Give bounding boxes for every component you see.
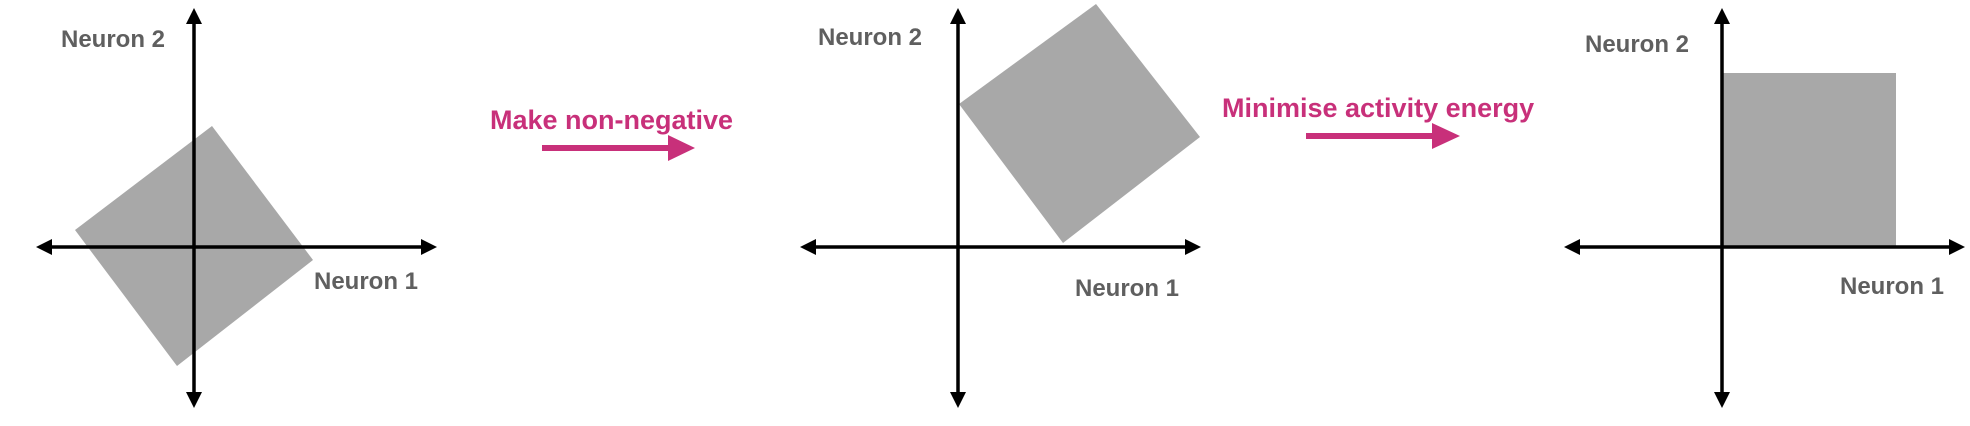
transition-label: Make non-negative	[490, 105, 733, 135]
neuron-2-axis-arrow-down-icon	[186, 392, 202, 408]
neuron-2-axis-label: Neuron 2	[818, 24, 922, 51]
neuron-2-axis-arrow-down-icon	[1714, 392, 1730, 408]
neuron-1-axis-arrow-right-icon	[1185, 239, 1201, 255]
transition-arrow-icon	[668, 135, 695, 161]
neuron-1-axis-arrow-left-icon	[800, 239, 816, 255]
transition-arrow-icon	[1432, 123, 1460, 149]
transition-label: Minimise activity energy	[1222, 93, 1534, 123]
transition-make-non-negative: Make non-negative	[490, 105, 733, 161]
panel-minimised-energy: Neuron 2 Neuron 1	[1564, 8, 1965, 408]
neuron-2-axis-arrow-up-icon	[186, 8, 202, 24]
panel-original: Neuron 2 Neuron 1	[36, 8, 437, 408]
neuron-2-axis-arrow-down-icon	[950, 392, 966, 408]
neuron-1-axis-label: Neuron 1	[1840, 273, 1944, 300]
neuron-2-axis-arrow-up-icon	[1714, 8, 1730, 24]
neuron-1-axis-label: Neuron 1	[314, 268, 418, 295]
neuron-1-axis-arrow-left-icon	[1564, 239, 1580, 255]
panel-non-negative: Neuron 2 Neuron 1	[800, 4, 1201, 408]
neuron-1-axis-arrow-left-icon	[36, 239, 52, 255]
neuron-2-axis-arrow-up-icon	[950, 8, 966, 24]
neuron-1-axis-arrow-right-icon	[421, 239, 437, 255]
transition-minimise-activity-energy: Minimise activity energy	[1222, 93, 1534, 149]
activity-region	[959, 4, 1200, 243]
activity-region	[1722, 73, 1896, 247]
neuron-1-axis-arrow-right-icon	[1949, 239, 1965, 255]
neuron-1-axis-label: Neuron 1	[1075, 275, 1179, 302]
neuron-2-axis-label: Neuron 2	[1585, 31, 1689, 58]
neuron-2-axis-label: Neuron 2	[61, 26, 165, 53]
